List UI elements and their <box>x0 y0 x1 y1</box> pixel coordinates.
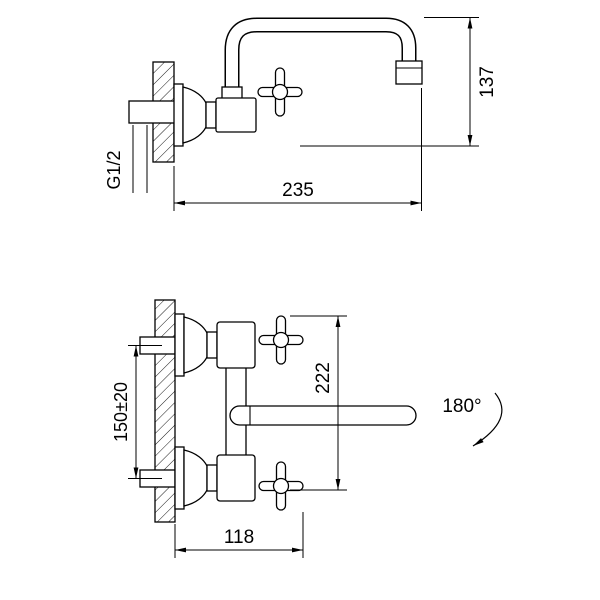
wall-section <box>154 299 176 523</box>
cross-handle-bottom <box>258 461 304 511</box>
dimension-body-width <box>174 512 304 558</box>
dimension-overall-height <box>290 315 347 491</box>
faucet-body <box>215 97 257 133</box>
valve-body-bottom <box>216 454 256 502</box>
inlet-pipe <box>128 100 176 124</box>
cross-handle <box>257 67 303 117</box>
dimension-spout-height <box>300 17 479 147</box>
escutcheon <box>173 83 217 147</box>
swivel-arrow <box>472 392 503 447</box>
dim-label-137: 137 <box>477 66 498 98</box>
aerator <box>395 60 423 85</box>
dimension-inlet-spacing <box>128 345 162 479</box>
swivel-spout <box>229 405 417 426</box>
thread-label-g12: G1/2 <box>104 150 124 189</box>
dim-label-150: 150±20 <box>111 382 131 442</box>
cross-handle-top <box>258 315 304 365</box>
escutcheon-bottom <box>174 446 218 510</box>
side-view: 137 235 G1/2 <box>104 17 498 211</box>
thread-callout-lines <box>132 125 148 193</box>
spout <box>224 17 417 102</box>
dimension-depth <box>173 88 422 211</box>
valve-body-top <box>216 321 256 369</box>
swivel-angle-label: 180° <box>442 396 481 417</box>
dim-label-222: 222 <box>313 362 334 394</box>
spout-nut <box>221 86 243 100</box>
escutcheon-top <box>174 313 218 377</box>
dim-label-235: 235 <box>282 180 314 201</box>
front-view: 222 150±20 118 180° <box>111 299 503 558</box>
dim-label-118: 118 <box>224 527 254 548</box>
